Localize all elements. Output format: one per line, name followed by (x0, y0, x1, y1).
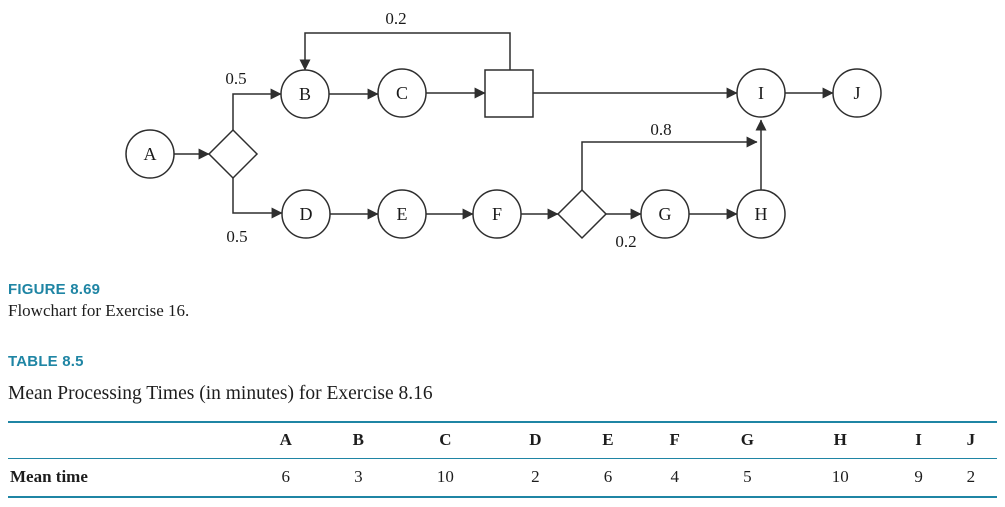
node-D-label: D (300, 204, 313, 224)
edge-box-feedback-to-B (299, 32, 511, 71)
node-B-label: B (299, 84, 311, 104)
column-header-A: A (279, 430, 292, 450)
column-header-C: C (439, 430, 452, 450)
prob-label-upper-branch: 0.5 (225, 69, 246, 88)
figure-label: FIGURE 8.69 (8, 281, 101, 298)
table-row-mean-time: Mean time 6 3 10 2 6 4 5 10 9 2 (8, 458, 997, 497)
row-label-mean-time: Mean time (10, 467, 88, 487)
node-decision2-diamond (556, 188, 608, 240)
node-I-label: I (758, 83, 764, 103)
mean-time-table-wrap: A B C D E F G H I J Mean time 6 3 10 (8, 421, 997, 498)
edge-decision2-to-I (581, 136, 758, 190)
mean-time-C: 10 (436, 467, 454, 487)
column-header-J: J (966, 430, 976, 450)
node-J-label: J (853, 83, 860, 103)
edge-decision1-to-D (232, 178, 283, 219)
node-decision1-diamond (207, 128, 259, 180)
prob-label-feedback: 0.2 (385, 9, 406, 28)
prob-label-decision2-to-I: 0.8 (650, 120, 671, 139)
mean-time-D: 2 (531, 467, 540, 487)
node-A-label: A (144, 144, 157, 164)
column-header-E: E (602, 430, 614, 450)
mean-time-G: 5 (743, 467, 752, 487)
mean-time-J: 2 (966, 467, 976, 487)
node-J-circle (832, 68, 882, 118)
prob-label-lower-branch: 0.5 (226, 227, 247, 246)
node-B-circle (280, 69, 330, 119)
table-header-row: A B C D E F G H I J (8, 422, 997, 458)
column-header-G: G (740, 430, 754, 450)
node-E-label: E (397, 204, 408, 224)
mean-time-E: 6 (603, 467, 613, 487)
edge-decision1-to-B (232, 88, 282, 130)
mean-time-F: 4 (670, 467, 679, 487)
node-C-label: C (396, 83, 408, 103)
node-E-circle (377, 189, 427, 239)
node-F-label: F (492, 204, 502, 224)
column-header-B: B (352, 430, 364, 450)
prob-label-decision2-to-G: 0.2 (615, 232, 636, 251)
flowchart-figure: A B C D E F G H I J 0.2 0.5 0.5 0.8 0.2 (125, 9, 882, 251)
mean-time-B: 3 (354, 467, 363, 487)
column-header-D: D (529, 430, 542, 450)
mean-time-table: A B C D E F G H I J Mean time 6 3 10 (8, 421, 997, 498)
mean-time-I: 9 (914, 467, 923, 487)
node-C-circle (377, 68, 427, 118)
node-G-label: G (659, 204, 672, 224)
node-H-circle (736, 189, 786, 239)
mean-time-H: 10 (831, 467, 849, 487)
column-header-F: F (669, 430, 680, 450)
node-A-circle (125, 129, 175, 179)
column-header-I: I (915, 430, 922, 450)
node-H-label: H (755, 204, 768, 224)
figure-caption: Flowchart for Exercise 16. (8, 301, 190, 320)
column-header-H: H (833, 430, 847, 450)
table-header-stub (8, 422, 248, 458)
mean-time-A: 6 (281, 467, 290, 487)
node-I-circle (736, 68, 786, 118)
node-G-circle (640, 189, 690, 239)
table-title: Mean Processing Times (in minutes) for E… (8, 383, 433, 404)
node-D-circle (281, 189, 331, 239)
node-F-circle (472, 189, 522, 239)
node-process-box-square (484, 69, 534, 118)
table-label: TABLE 8.5 (8, 353, 84, 370)
